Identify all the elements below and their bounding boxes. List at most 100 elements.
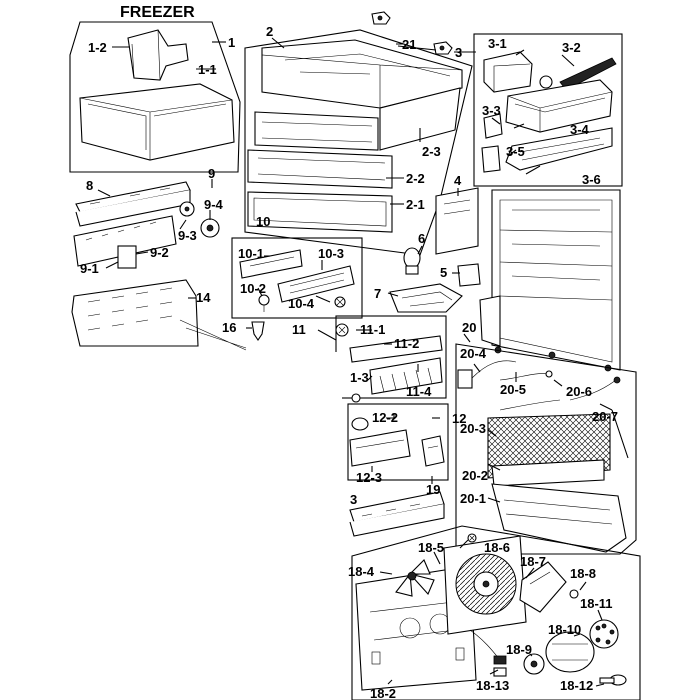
callout-20-7: 20-7 (592, 409, 618, 424)
callout-18-7: 18-7 (520, 554, 546, 569)
callout-9-3: 9-3 (178, 228, 197, 243)
part-1-2-divider (127, 29, 189, 81)
part-18-6-screw (467, 533, 477, 543)
callout-20: 20 (462, 320, 476, 335)
part-9-rail-assembly (73, 201, 220, 269)
part-6-lamp (403, 247, 421, 275)
part-18-7-fan-motor (519, 561, 567, 613)
callout-10-4: 10-4 (288, 296, 315, 311)
callout-20-3: 20-3 (460, 421, 486, 436)
callout-2-3: 2-3 (422, 144, 441, 159)
callout-18-8: 18-8 (570, 566, 596, 581)
callout-2-1: 2-1 (406, 197, 425, 212)
blank-region (50, 352, 342, 700)
callout-20-6: 20-6 (566, 384, 592, 399)
callout-9-2: 9-2 (150, 245, 169, 260)
part-2-1-drawer-front (247, 191, 393, 233)
callout-10-2: 10-2 (240, 281, 266, 296)
part-18-fan-group (351, 525, 641, 700)
callout-4: 4 (454, 173, 462, 188)
callout-labels: 1 1-1 1-2 2 2-1 2-2 2-3 21 3 3-1 3-2 3-3… (80, 24, 618, 700)
callout-3-4: 3-4 (570, 122, 590, 137)
part-18-4-fan-blade (395, 559, 435, 597)
part-13-rail (349, 491, 445, 537)
callout-3-6: 3-6 (582, 172, 601, 187)
part-16-clip (251, 321, 265, 341)
part-7-cover (389, 283, 463, 313)
callout-19: 19 (426, 482, 440, 497)
part-11-group (335, 315, 447, 403)
part-10-rail-group (231, 237, 363, 319)
callout-18-2: 18-2 (370, 686, 396, 700)
part-3-icemaker-group (473, 33, 623, 187)
part-12-group (347, 403, 449, 481)
part-2-drawer-group (244, 29, 473, 256)
callout-18-9: 18-9 (506, 642, 532, 657)
callout-10-1: 10-1 (238, 246, 264, 261)
callout-18-10: 18-10 (548, 622, 581, 637)
callout-7: 7 (374, 286, 381, 301)
callout-20-1: 20-1 (460, 491, 486, 506)
callout-3: 3 (455, 45, 462, 60)
part-1-bin-group (69, 21, 241, 173)
part-20-4-defrost-sensor (457, 360, 517, 389)
callout-12-2: 12-2 (372, 410, 398, 425)
part-20-7-heater (611, 409, 629, 459)
part-3-3-bracket (483, 113, 503, 139)
part-14-basket (71, 279, 247, 351)
part-18-12-bolt (599, 674, 627, 686)
part-18-13-wire-harness (469, 629, 507, 677)
callout-11-3: 1-3 (350, 370, 369, 385)
callout-3-2: 3-2 (562, 40, 581, 55)
callout-11: 11 (292, 322, 306, 337)
part-5-switch (457, 263, 481, 287)
callout-2: 2 (266, 24, 273, 39)
part-19-bracket (421, 435, 445, 467)
part-18-5-fan-shroud (443, 535, 527, 635)
part-2-2-shelf-frame (247, 111, 393, 189)
callout-12-3: 12-3 (356, 470, 382, 485)
part-3-1-icemaker-motor (483, 51, 533, 93)
part-1-1-bin (79, 83, 235, 161)
part-18-11-fan-grille (589, 619, 619, 649)
callout-5: 5 (440, 265, 447, 280)
part-21-clips (371, 11, 453, 55)
callout-18-5: 18-5 (418, 540, 444, 555)
callout-20-2: 20-2 (462, 468, 488, 483)
callout-1-2: 1-2 (88, 40, 107, 55)
callout-3-3: 3-3 (482, 103, 501, 118)
callout-3-1: 3-1 (488, 36, 507, 51)
part-2-3-drawer (261, 39, 463, 151)
callout-16: 16 (222, 320, 236, 335)
part-4-cover (435, 187, 479, 255)
part-18-9-fan-blade-small (523, 653, 545, 675)
part-3-6-ice-bin (505, 127, 613, 171)
callout-18-4: 18-4 (348, 564, 375, 579)
callout-6: 6 (418, 231, 425, 246)
part-3-4-ice-tray (505, 79, 613, 133)
callout-20-4: 20-4 (460, 346, 487, 361)
part-20-evaporator-group (455, 343, 637, 555)
callout-18-12: 18-12 (560, 678, 593, 693)
callout-21: 21 (402, 37, 416, 52)
callout-18-11: 18-11 (580, 596, 613, 611)
part-3-2-lever (539, 57, 617, 91)
callout-8: 8 (86, 178, 93, 193)
callout-9-1: 9-1 (80, 261, 99, 276)
part-3-5-sensor (481, 145, 501, 173)
callout-11-1: 11-1 (360, 322, 385, 337)
part-20-6-fuse (569, 376, 621, 401)
callout-1-1: 1-1 (198, 62, 217, 77)
freezer-cabinet (479, 189, 621, 372)
part-18-8-screw (569, 589, 579, 599)
callout-9-4: 9-4 (204, 197, 224, 212)
part-18-10-condenser-motor (545, 631, 595, 673)
part-20-2-heater-plate (491, 459, 605, 487)
callout-14: 14 (196, 290, 211, 305)
callout-12: 12 (452, 411, 466, 426)
callout-10: 10 (256, 214, 270, 229)
callout-9: 9 (208, 166, 215, 181)
callout-13: 3 (350, 492, 357, 507)
part-8-rail (75, 181, 191, 227)
